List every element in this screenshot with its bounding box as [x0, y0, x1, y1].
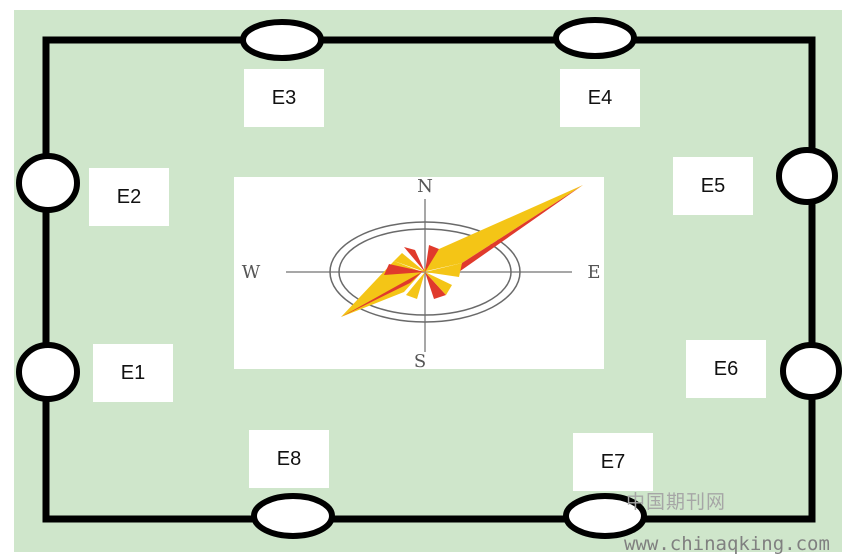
sensor-label-e5: E5 — [673, 157, 753, 215]
compass-needle — [341, 185, 583, 317]
sensor-label-e6: E6 — [686, 340, 766, 398]
sensor-node-e6 — [780, 342, 842, 400]
sensor-node-e2 — [16, 153, 80, 213]
sensor-node-e5 — [776, 147, 838, 205]
sensor-label-e3: E3 — [244, 69, 324, 127]
compass-west-label: W — [242, 262, 261, 283]
sensor-label-e4: E4 — [560, 69, 640, 127]
compass-east-label: E — [587, 262, 600, 283]
sensor-node-e8 — [251, 493, 335, 539]
compass-graphic: N S E W — [242, 177, 601, 369]
enclosure-frame — [42, 36, 816, 523]
sensor-node-e7 — [563, 493, 647, 539]
sensor-label-e1: E1 — [93, 344, 173, 402]
compass-north-label: N — [417, 177, 433, 197]
watermark-url: www.chinaqking.com — [624, 533, 830, 555]
compass-south-label: S — [414, 351, 426, 369]
compass-outer-ring — [329, 221, 521, 323]
sensor-node-e1 — [16, 342, 80, 402]
compass-image: N S E W — [234, 177, 604, 369]
compass-inner-ring — [338, 228, 512, 316]
sensor-label-e2: E2 — [89, 168, 169, 226]
sensor-node-e3 — [240, 19, 324, 61]
sensor-node-e4 — [553, 17, 637, 59]
sensor-label-e8: E8 — [249, 430, 329, 488]
sensor-label-e7: E7 — [573, 433, 653, 491]
watermark-chinese: 中国期刊网 — [626, 491, 727, 513]
